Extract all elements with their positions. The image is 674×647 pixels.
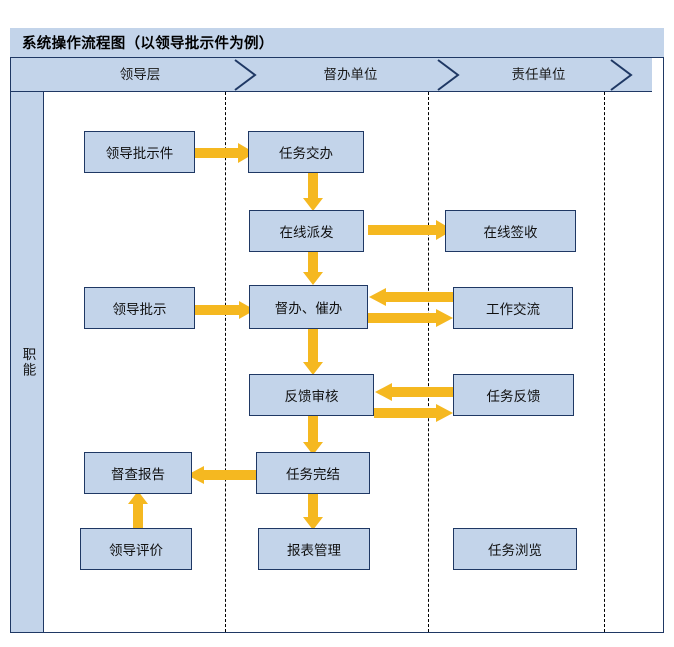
node-supervise-urge[interactable]: 督办、催办 bbox=[249, 285, 368, 329]
function-sidebar: 职能 bbox=[11, 92, 44, 632]
chevron-right-icon-3 bbox=[610, 59, 633, 91]
node-inspection-report[interactable]: 督查报告 bbox=[84, 452, 192, 494]
node-online-dispatch[interactable]: 在线派发 bbox=[249, 210, 364, 252]
edge-review-to-feedback bbox=[374, 404, 454, 422]
function-sidebar-label: 职能 bbox=[20, 346, 36, 378]
lane-header-supervisor: 督办单位 bbox=[323, 67, 378, 82]
node-report-management[interactable]: 报表管理 bbox=[258, 528, 370, 570]
lane-header-band: 领导层 督办单位 责任单位 bbox=[11, 58, 652, 92]
lane-header-leader: 领导层 bbox=[119, 67, 161, 82]
edge-dispatch-to-receipt bbox=[368, 220, 454, 240]
node-task-browse[interactable]: 任务浏览 bbox=[453, 528, 577, 570]
chevron-right-icon-2 bbox=[437, 59, 460, 91]
node-leader-instruction-doc[interactable]: 领导批示件 bbox=[84, 131, 195, 173]
edge-doc-to-assignment bbox=[194, 143, 256, 163]
edge-completion-to-reportmgmt bbox=[303, 491, 323, 531]
lane-header-responsible: 责任单位 bbox=[511, 67, 566, 82]
edge-instruction-to-supervise bbox=[194, 301, 256, 319]
edge-assignment-to-dispatch bbox=[303, 172, 323, 212]
node-feedback-review[interactable]: 反馈审核 bbox=[249, 374, 374, 416]
lane-divider-1 bbox=[225, 92, 226, 632]
diagram-title-bar: 系统操作流程图（以领导批示件为例） bbox=[10, 28, 664, 58]
edge-supervise-to-review bbox=[303, 324, 323, 376]
node-leader-instruction[interactable]: 领导批示 bbox=[84, 287, 195, 329]
node-leader-evaluation[interactable]: 领导评价 bbox=[80, 528, 192, 570]
lane-divider-3 bbox=[604, 92, 605, 632]
edge-completion-to-report bbox=[186, 466, 262, 484]
node-work-exchange[interactable]: 工作交流 bbox=[453, 287, 573, 329]
node-task-completion[interactable]: 任务完结 bbox=[256, 452, 370, 494]
node-task-assignment[interactable]: 任务交办 bbox=[248, 131, 364, 173]
node-task-feedback[interactable]: 任务反馈 bbox=[453, 374, 574, 416]
diagram-title: 系统操作流程图（以领导批示件为例） bbox=[22, 36, 274, 52]
edge-review-to-completion bbox=[303, 414, 323, 456]
node-online-receipt[interactable]: 在线签收 bbox=[445, 210, 576, 252]
edge-evaluation-to-report bbox=[128, 491, 148, 531]
edge-supervise-to-exchange bbox=[368, 309, 454, 327]
chevron-right-icon-1 bbox=[234, 59, 257, 91]
edge-exchange-to-supervise bbox=[368, 288, 454, 306]
edge-feedback-to-review bbox=[374, 383, 454, 401]
edge-dispatch-to-supervise bbox=[303, 250, 323, 286]
lane-divider-2 bbox=[428, 92, 429, 632]
